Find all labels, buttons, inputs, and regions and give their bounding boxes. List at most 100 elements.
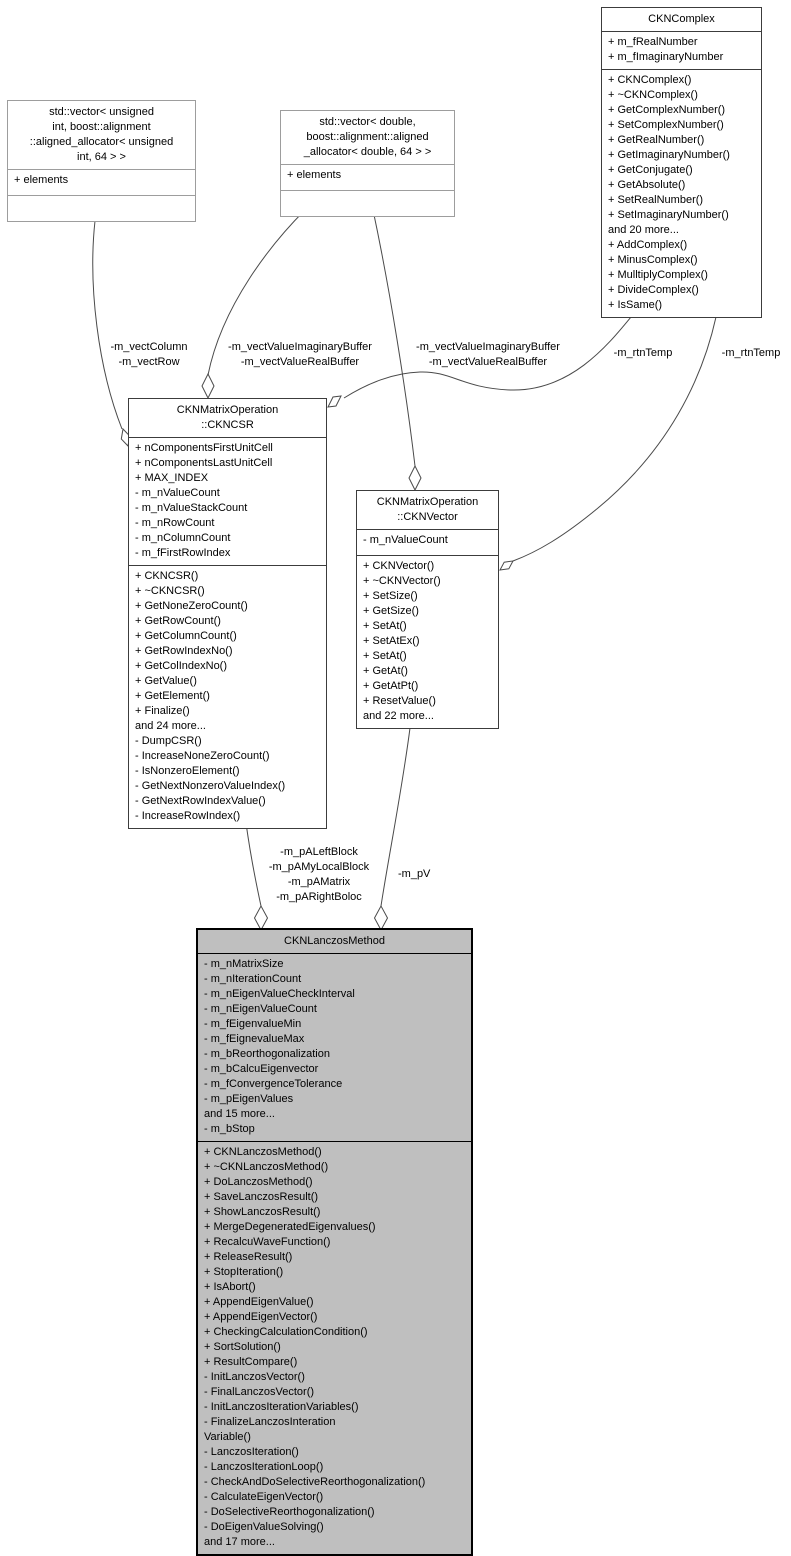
member-line: + AppendEigenVector()	[204, 1311, 318, 1323]
member-line: - DoSelectiveReorthogonalization()	[204, 1506, 375, 1518]
member-line: - m_bReorthogonalization	[204, 1048, 330, 1060]
member-line: + IsSame()	[608, 299, 663, 311]
member-line: - InitLanczosIterationVariables()	[204, 1401, 359, 1413]
member-line: + Finalize()	[135, 705, 190, 717]
edge-vector-uint-to-ckncsr	[92, 220, 123, 430]
aggregation-diamond-cknvector-top	[408, 464, 422, 492]
attributes-section: - m_nMatrixSize - m_nIterationCount - m_nE…	[198, 953, 471, 1141]
attributes-section: + nComponentsFirstUnitCell+ nComponentsL…	[129, 437, 326, 565]
member-line: + SetSize()	[363, 590, 418, 602]
aggregation-diamond-cknvector-right	[499, 560, 514, 571]
member-line: + MulltiplyComplex()	[608, 269, 708, 281]
member-line: + DoLanczosMethod()	[204, 1176, 313, 1188]
class-node-ckncomplex[interactable]: CKNComplex + m_fRealNumber+ m_fImaginary…	[601, 7, 762, 318]
attributes-section: + m_fRealNumber+ m_fImaginaryNumber	[602, 31, 761, 69]
member-line: + CKNComplex()	[608, 74, 692, 86]
member-line: - DoEigenValueSolving()	[204, 1521, 324, 1533]
member-line: - m_nRowCount	[135, 517, 215, 529]
member-line: - GetNextNonzeroValueIndex()	[135, 780, 286, 792]
member-line: - m_fFirstRowIndex	[135, 547, 231, 559]
class-node-vector-double[interactable]: std::vector< double, boost::alignment::a…	[280, 110, 455, 217]
edge-vector-double-to-ckncsr	[207, 209, 306, 376]
member-line: - IsNonzeroElement()	[135, 765, 240, 777]
member-line: - IncreaseNoneZeroCount()	[135, 750, 270, 762]
class-node-vector-unsigned-int[interactable]: std::vector< unsigned int, boost::alignm…	[7, 100, 196, 222]
aggregation-diamond-cknlanczos-right	[373, 904, 389, 932]
member-line: + ~CKNVector()	[363, 575, 441, 587]
attributes-section: + elements	[8, 169, 195, 195]
member-line: + CKNVector()	[363, 560, 435, 572]
member-line: - m_nColumnCount	[135, 532, 231, 544]
member-line: - m_nValueStackCount	[135, 502, 248, 514]
member-line: + GetRowIndexNo()	[135, 645, 233, 657]
class-node-cknvector[interactable]: CKNMatrixOperation ::CKNVector - m_nValu…	[356, 490, 499, 729]
edge-label-vect-column-row: -m_vectColumn -m_vectRow	[110, 341, 188, 368]
methods-section	[281, 190, 454, 216]
member-line: + AppendEigenValue()	[204, 1296, 314, 1308]
member-line: - m_nIterationCount	[204, 973, 302, 985]
member-line: + RecalcuWaveFunction()	[204, 1236, 331, 1248]
member-line: + ReleaseResult()	[204, 1251, 293, 1263]
class-title: CKNLanczosMethod	[284, 935, 385, 947]
edge-ckncsr-to-cknlanczos	[245, 822, 262, 907]
member-line: - FinalLanczosVector()	[204, 1386, 315, 1398]
member-line: + AddComplex()	[608, 239, 688, 251]
member-line: + GetRowCount()	[135, 615, 221, 627]
member-line: - m_fEigenvalueMin	[204, 1018, 302, 1030]
edge-ckncomplex-to-cknvector	[512, 316, 717, 562]
class-title: CKNMatrixOperation ::CKNCSR	[176, 404, 279, 431]
member-line: - FinalizeLanczosInteration Variable()	[204, 1416, 336, 1443]
member-line: + ~CKNComplex()	[608, 89, 698, 101]
member-line: - CheckAndDoSelectiveReorthogonalization…	[204, 1476, 426, 1488]
aggregation-diamond-cknlanczos-left	[253, 904, 269, 932]
member-line: and 20 more...	[608, 224, 679, 236]
edge-label-vect-value-buffers-to-vector: -m_vectValueImaginaryBuffer -m_vectValue…	[416, 341, 560, 368]
member-line: + m_fImaginaryNumber	[608, 51, 724, 63]
edge-cknvector-to-cknlanczos	[380, 727, 411, 907]
aggregation-diamond-ckncsr-top	[201, 372, 215, 400]
edge-label-rtn-temp-to-csr: -m_rtnTemp	[613, 347, 673, 359]
edge-label-pa-blocks: -m_pALeftBlock -m_pAMyLocalBlock -m_pAMa…	[268, 846, 370, 903]
member-line: - m_nEigenValueCheckInterval	[204, 988, 355, 1000]
class-title: std::vector< double, boost::alignment::a…	[303, 116, 432, 158]
class-node-cknlanczosmethod[interactable]: CKNLanczosMethod - m_nMatrixSize - m_nIte…	[196, 928, 473, 1556]
methods-section	[8, 195, 195, 221]
member-line: + IsAbort()	[204, 1281, 256, 1293]
member-line: - m_fConvergenceTolerance	[204, 1078, 343, 1090]
edge-label-pv: -m_pV	[398, 868, 431, 880]
member-line: + elements	[14, 174, 69, 186]
member-line: - CalculateEigenVector()	[204, 1491, 324, 1503]
class-title: CKNComplex	[648, 13, 715, 25]
member-line: - LanczosIterationLoop()	[204, 1461, 324, 1473]
member-line: + MAX_INDEX	[135, 472, 209, 484]
class-node-ckncsr[interactable]: CKNMatrixOperation ::CKNCSR + nComponent…	[128, 398, 327, 829]
member-line: + SetComplexNumber()	[608, 119, 724, 131]
member-line: + CKNCSR()	[135, 570, 199, 582]
member-line: + GetNoneZeroCount()	[135, 600, 248, 612]
methods-section: + CKNVector() + ~CKNVector() + SetSize() + …	[357, 555, 498, 728]
edge-ckncomplex-to-ckncsr	[343, 316, 632, 399]
member-line: + ~CKNLanczosMethod()	[204, 1161, 329, 1173]
member-line: + SetAtEx()	[363, 635, 420, 647]
member-line: + GetConjugate()	[608, 164, 693, 176]
edge-vector-double-to-cknvector	[372, 209, 416, 467]
member-line: + GetComplexNumber()	[608, 104, 726, 116]
member-line: - IncreaseRowIndex()	[135, 810, 241, 822]
member-line: + SetAt()	[363, 650, 407, 662]
member-line: + DivideComplex()	[608, 284, 699, 296]
member-line: + GetValue()	[135, 675, 197, 687]
member-line: + SetImaginaryNumber()	[608, 209, 729, 221]
methods-section: + CKNLanczosMethod() + ~CKNLanczosMethod(…	[198, 1141, 471, 1554]
member-line: - m_bCalcuEigenvector	[204, 1063, 319, 1075]
member-line: + ResultCompare()	[204, 1356, 298, 1368]
member-line: + SetAt()	[363, 620, 407, 632]
member-line: + CKNLanczosMethod()	[204, 1146, 322, 1158]
member-line: - m_bStop	[204, 1123, 255, 1135]
member-line: - GetNextRowIndexValue()	[135, 795, 266, 807]
member-line: - m_nMatrixSize	[204, 958, 284, 970]
member-line: and 15 more...	[204, 1108, 275, 1120]
methods-section: + CKNComplex() + ~CKNComplex() + GetComple…	[602, 69, 761, 317]
class-title: CKNMatrixOperation ::CKNVector	[376, 496, 479, 523]
